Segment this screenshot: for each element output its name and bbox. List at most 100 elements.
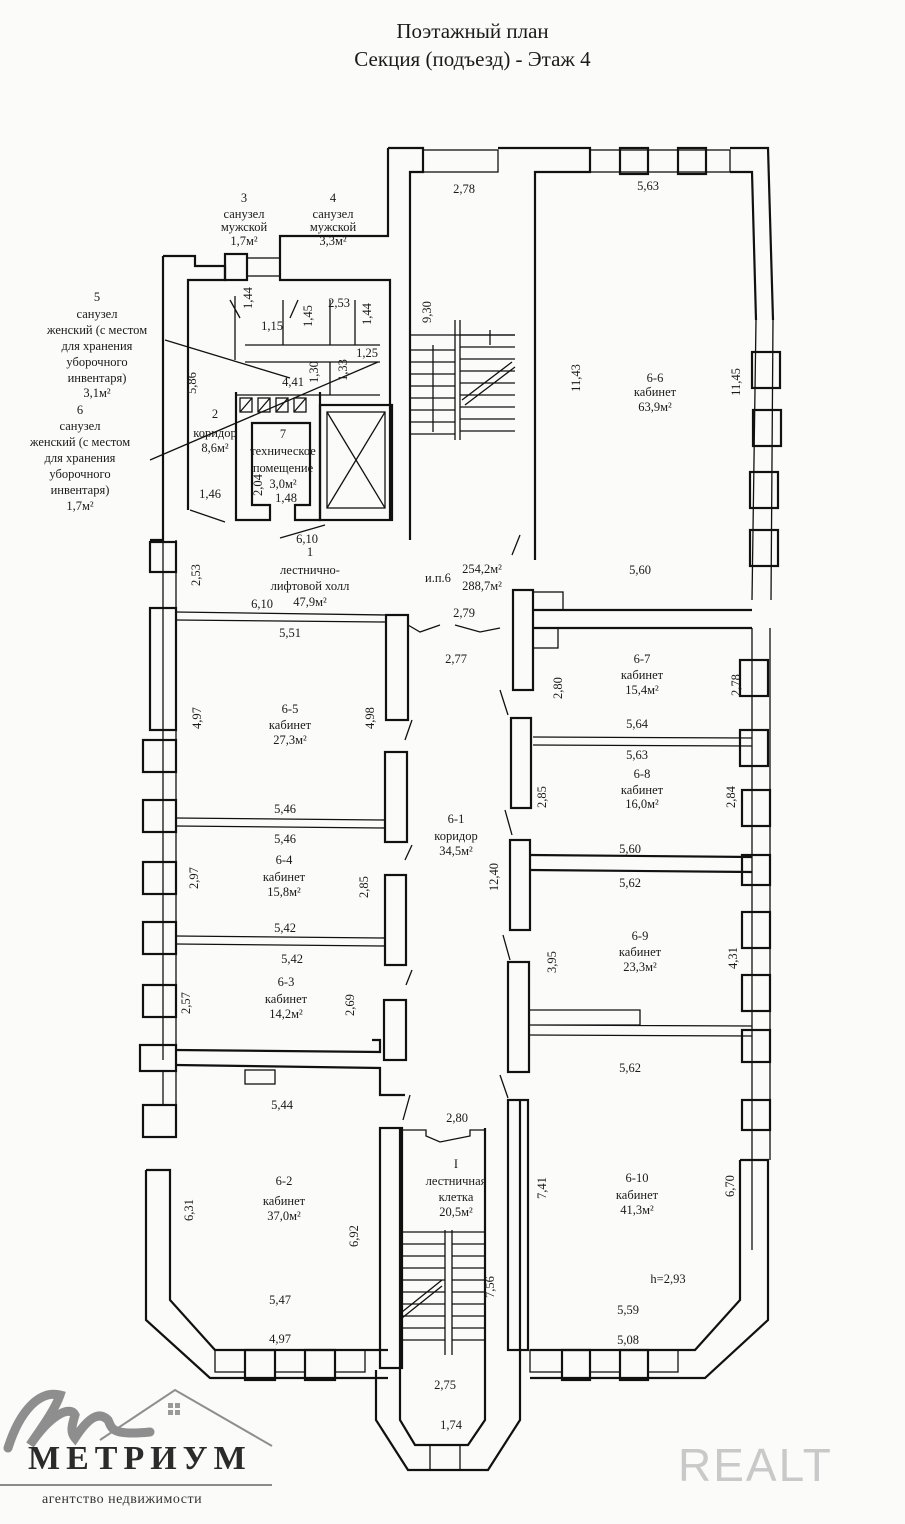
svg-text:женский (с местом: женский (с местом bbox=[29, 435, 130, 449]
svg-text:41,3м²: 41,3м² bbox=[620, 1203, 654, 1217]
room-6-6-label: 6-6 кабинет 63,9м² bbox=[634, 371, 677, 414]
svg-text:288,7м²: 288,7м² bbox=[462, 579, 502, 593]
room-2-label: 2 коридор 8,6м² bbox=[193, 407, 237, 455]
room-6-5-label: 6-5 кабинет 27,3м² bbox=[269, 702, 312, 747]
svg-text:7: 7 bbox=[280, 427, 286, 441]
svg-text:коридор: коридор bbox=[193, 426, 237, 440]
svg-text:3,95: 3,95 bbox=[545, 951, 559, 973]
room-1-label: 1 лестнично- лифтовой холл 47,9м² bbox=[271, 545, 350, 609]
svg-text:помещение: помещение bbox=[253, 461, 314, 475]
svg-text:1,25: 1,25 bbox=[356, 346, 378, 360]
svg-text:1,15: 1,15 bbox=[261, 319, 283, 333]
lift-shaft bbox=[318, 403, 394, 522]
svg-text:4,97: 4,97 bbox=[269, 1332, 291, 1346]
svg-text:2,78: 2,78 bbox=[453, 182, 475, 196]
room-I-label: I лестничная клетка 20,5м² bbox=[426, 1157, 487, 1219]
svg-text:6,70: 6,70 bbox=[723, 1175, 737, 1197]
svg-text:6-5: 6-5 bbox=[282, 702, 299, 716]
room-6-label: 6 санузел женский (с местом для хранения… bbox=[29, 403, 130, 513]
svg-text:техническое: техническое bbox=[250, 444, 316, 458]
svg-text:15,4м²: 15,4м² bbox=[625, 683, 659, 697]
svg-text:5,44: 5,44 bbox=[271, 1098, 294, 1112]
svg-text:санузел: санузел bbox=[224, 207, 265, 221]
svg-text:кабинет: кабинет bbox=[269, 718, 312, 732]
svg-text:женский (с местом: женский (с местом bbox=[46, 323, 147, 337]
svg-text:20,5м²: 20,5м² bbox=[439, 1205, 473, 1219]
ventilation-shafts bbox=[239, 397, 307, 413]
svg-text:2,84: 2,84 bbox=[724, 785, 738, 808]
svg-text:6-3: 6-3 bbox=[278, 975, 295, 989]
svg-text:14,2м²: 14,2м² bbox=[269, 1007, 303, 1021]
svg-text:3,3м²: 3,3м² bbox=[319, 234, 347, 248]
svg-text:5,42: 5,42 bbox=[281, 952, 303, 966]
svg-text:2,97: 2,97 bbox=[187, 867, 201, 889]
svg-text:лифтовой холл: лифтовой холл bbox=[271, 579, 350, 593]
svg-text:2,80: 2,80 bbox=[446, 1111, 468, 1125]
logo-subtitle: агентство недвижимости bbox=[42, 1492, 203, 1507]
svg-text:2,69: 2,69 bbox=[343, 994, 357, 1016]
svg-text:63,9м²: 63,9м² bbox=[638, 400, 672, 414]
svg-text:5,59: 5,59 bbox=[617, 1303, 639, 1317]
svg-text:кабинет: кабинет bbox=[621, 783, 664, 797]
svg-text:3,1м²: 3,1м² bbox=[83, 386, 111, 400]
svg-text:инвентаря): инвентаря) bbox=[51, 483, 110, 497]
svg-text:2,79: 2,79 bbox=[453, 606, 475, 620]
room-6-8-label: 6-8 кабинет 16,0м² bbox=[621, 767, 664, 811]
svg-text:мужской: мужской bbox=[310, 220, 357, 234]
svg-text:4,31: 4,31 bbox=[726, 947, 740, 969]
svg-text:3,0м²: 3,0м² bbox=[269, 477, 297, 491]
svg-text:1,45: 1,45 bbox=[301, 305, 315, 327]
room-6-10-label: 6-10 кабинет 41,3м² bbox=[616, 1171, 659, 1217]
svg-text:6-9: 6-9 bbox=[632, 929, 649, 943]
svg-text:2,57: 2,57 bbox=[179, 992, 193, 1014]
svg-text:5,46: 5,46 bbox=[274, 832, 296, 846]
svg-text:санузел: санузел bbox=[60, 419, 101, 433]
ceiling-height: h=2,93 bbox=[650, 1272, 685, 1286]
svg-text:6-10: 6-10 bbox=[626, 1171, 649, 1185]
svg-text:5,86: 5,86 bbox=[185, 372, 199, 394]
svg-text:5: 5 bbox=[94, 290, 100, 304]
svg-text:1,46: 1,46 bbox=[199, 487, 221, 501]
svg-text:4,98: 4,98 bbox=[363, 707, 377, 729]
svg-text:2,53: 2,53 bbox=[328, 296, 350, 310]
svg-text:4: 4 bbox=[330, 191, 337, 205]
svg-text:5,47: 5,47 bbox=[269, 1293, 291, 1307]
svg-text:2,04: 2,04 bbox=[251, 473, 265, 496]
svg-text:кабинет: кабинет bbox=[265, 992, 308, 1006]
room-6-4-label: 6-4 кабинет 15,8м² bbox=[263, 853, 306, 899]
svg-text:кабинет: кабинет bbox=[619, 945, 662, 959]
room-5-label: 5 санузел женский (с местом для хранения… bbox=[46, 290, 147, 400]
svg-text:2,80: 2,80 bbox=[551, 677, 565, 699]
room-4-label: 4 санузел мужской 3,3м² bbox=[310, 191, 357, 248]
svg-text:3: 3 bbox=[241, 191, 247, 205]
room-6-7-label: 6-7 кабинет 15,4м² bbox=[621, 652, 664, 697]
room-7-label: 7 техническое помещение 3,0м² bbox=[250, 427, 316, 491]
dimension-labels: 2,78 5,63 9,30 11,43 11,45 1,44 1,15 1,4… bbox=[179, 179, 743, 1432]
svg-text:7,41: 7,41 bbox=[535, 1177, 549, 1199]
svg-text:1,7м²: 1,7м² bbox=[66, 499, 94, 513]
svg-text:1,44: 1,44 bbox=[360, 302, 374, 325]
svg-text:23,3м²: 23,3м² bbox=[623, 960, 657, 974]
svg-text:1,30: 1,30 bbox=[307, 361, 321, 383]
svg-text:4,97: 4,97 bbox=[190, 707, 204, 729]
svg-text:лестничная: лестничная bbox=[426, 1174, 487, 1188]
svg-text:8,6м²: 8,6м² bbox=[201, 441, 229, 455]
svg-text:37,0м²: 37,0м² bbox=[267, 1209, 301, 1223]
svg-text:2,53: 2,53 bbox=[189, 564, 203, 586]
svg-text:2,77: 2,77 bbox=[445, 652, 467, 666]
svg-text:16,0м²: 16,0м² bbox=[625, 797, 659, 811]
svg-text:6: 6 bbox=[77, 403, 83, 417]
room-6-9-label: 6-9 кабинет 23,3м² bbox=[619, 929, 662, 974]
room-6-3-label: 6-3 кабинет 14,2м² bbox=[265, 975, 308, 1021]
svg-text:5,64: 5,64 bbox=[626, 717, 649, 731]
svg-text:5,60: 5,60 bbox=[629, 563, 651, 577]
svg-text:2,75: 2,75 bbox=[434, 1378, 456, 1392]
plan-subtitle: Секция (подъезд) - Этаж 4 bbox=[354, 47, 591, 71]
svg-text:и.п.6: и.п.6 bbox=[425, 571, 451, 585]
svg-text:11,43: 11,43 bbox=[569, 364, 583, 392]
svg-text:6,10: 6,10 bbox=[251, 597, 273, 611]
svg-text:кабинет: кабинет bbox=[263, 870, 306, 884]
staircase-bottom bbox=[374, 1100, 522, 1472]
svg-text:5,08: 5,08 bbox=[617, 1333, 639, 1347]
